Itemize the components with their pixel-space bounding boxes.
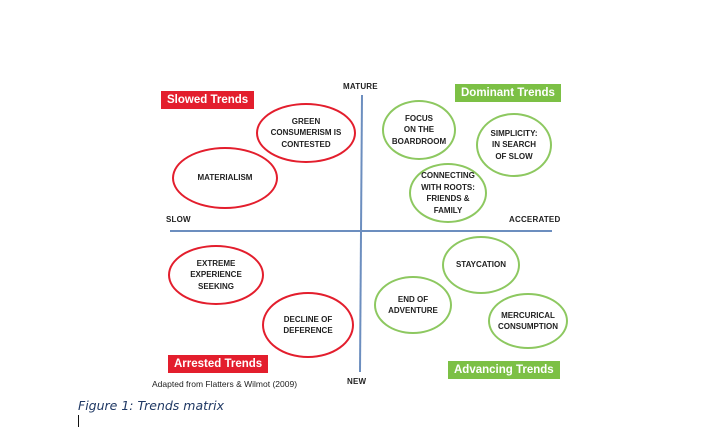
quadrant-label-advancing: Advancing Trends <box>448 361 560 379</box>
text-cursor <box>78 415 79 427</box>
bubble-end-adventure: END OF ADVENTURE <box>374 276 452 334</box>
quadrant-label-arrested: Arrested Trends <box>168 355 269 373</box>
bubble-extreme-experience: EXTREME EXPERIENCE SEEKING <box>168 245 264 305</box>
quadrant-label-dominant: Dominant Trends <box>455 84 561 102</box>
bubble-mercurical: MERCURICAL CONSUMPTION <box>488 293 568 349</box>
bubble-staycation: STAYCATION <box>442 236 520 294</box>
axis-label-bottom: NEW <box>347 377 367 386</box>
axis-label-left: SLOW <box>166 215 191 224</box>
quadrant-label-slowed: Slowed Trends <box>161 91 255 109</box>
bubble-focus-boardroom: FOCUS ON THE BOARDROOM <box>382 100 456 160</box>
bubble-decline-deference: DECLINE OF DEFERENCE <box>262 292 354 358</box>
vertical-axis <box>359 94 363 373</box>
bubble-green-consumerism: GREEN CONSUMERISM IS CONTESTED <box>256 103 356 163</box>
bubble-materialism: MATERIALISM <box>172 147 278 209</box>
bubble-simplicity: SIMPLICITY: IN SEARCH OF SLOW <box>476 113 552 177</box>
source-credit: Adapted from Flatters & Wilmot (2009) <box>152 379 298 389</box>
axis-label-top: MATURE <box>343 82 378 91</box>
figure-caption: Figure 1: Trends matrix <box>78 398 225 413</box>
axis-label-right: ACCERATED <box>509 215 561 224</box>
bubble-connecting-roots: CONNECTING WITH ROOTS: FRIENDS & FAMILY <box>409 163 487 223</box>
